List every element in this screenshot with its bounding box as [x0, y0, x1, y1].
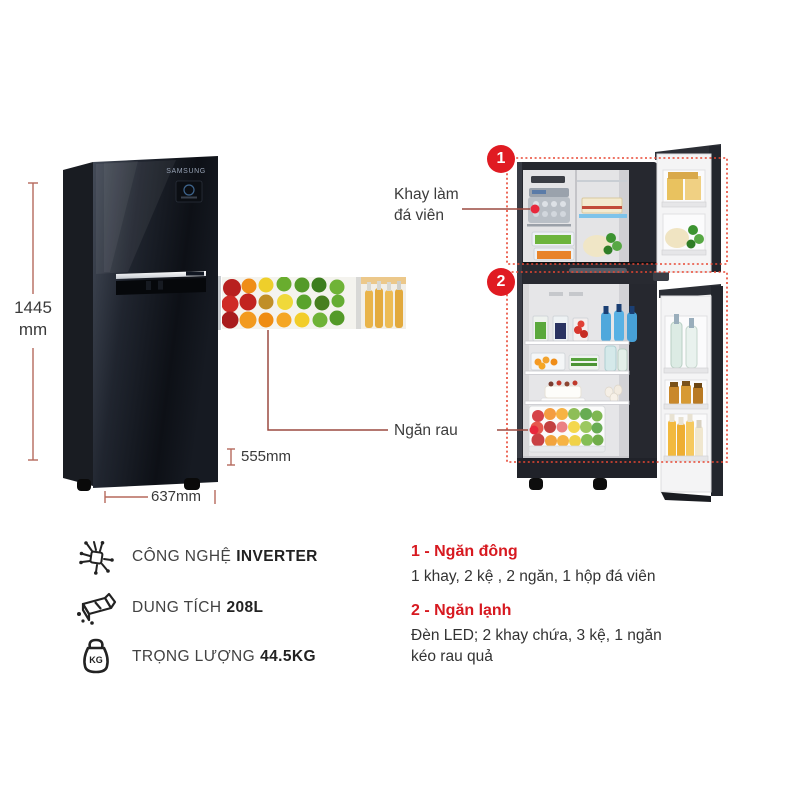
digital-inverter-badge [175, 180, 203, 203]
inverter-circuit-icon [74, 535, 118, 579]
fridge-foot [77, 479, 91, 491]
freezer-interior [523, 170, 629, 262]
open-freezer-door [655, 144, 721, 273]
gloss-sheen-2 [104, 161, 138, 272]
marker-2-number: 2 [496, 273, 506, 290]
water-bottles [601, 304, 637, 342]
fridge-interior [523, 284, 637, 459]
eggs-tray [604, 384, 623, 404]
shelf1-jars [532, 315, 589, 342]
compartment-divider [523, 262, 669, 284]
feature-weight-value: 44.5KG [260, 648, 316, 665]
groove-notch [146, 281, 151, 290]
inset-edge [218, 276, 221, 330]
juice-bottles [361, 277, 406, 329]
shelf-2 [524, 370, 630, 375]
feature-inverter-label: CÔNG NGHỆ [132, 548, 232, 565]
weight-kg-icon: KG [74, 635, 118, 679]
fridge-foot [529, 478, 543, 490]
fridge-foot [184, 478, 200, 490]
shelf-1 [524, 340, 630, 345]
cabinet-base [517, 458, 657, 478]
feature-weight-label: TRỌNG LƯỢNG [132, 648, 256, 665]
interior-floor [523, 456, 629, 459]
groove-notch [158, 280, 163, 290]
feature-inverter-value: INVERTER [236, 548, 318, 565]
open-fridge-illustration [517, 144, 723, 502]
closed-fridge-illustration: SAMSUNG [63, 156, 218, 491]
svg-text:KG: KG [89, 655, 103, 665]
ice-tray-callout-line2: đá viên [394, 207, 444, 224]
legend-fridge-title: 2 - Ngăn lạnh [411, 602, 512, 619]
ice-tray-callout: Khay làm đá viên [394, 184, 459, 226]
marker-1-freezer: 1 [487, 145, 515, 173]
legend-freezer-title: 1 - Ngăn đông [411, 543, 518, 560]
shelf-3 [524, 400, 630, 405]
veg-drawer-callout: Ngăn rau [394, 422, 458, 439]
handle-inverter-chip [186, 271, 204, 276]
fridge-front [93, 156, 218, 488]
fridge-side-panel [63, 162, 93, 486]
shelf2-containers [530, 345, 628, 372]
fruits [222, 277, 345, 329]
capacity-box-icon [74, 586, 118, 630]
marker-1-number: 1 [496, 150, 506, 167]
height-value: 1445 [14, 298, 52, 317]
butter-pack [579, 197, 627, 218]
legend-fridge: 2 - Ngăn lạnh Đèn LED; 2 khay chứa, 3 kệ… [411, 602, 673, 667]
frozen-veg-boxes [531, 231, 575, 261]
marker-2-fridge: 2 [487, 268, 515, 296]
door-handle-bar [116, 271, 206, 279]
depth-dimension-tick [227, 448, 235, 466]
open-fridge-door [659, 284, 723, 502]
legend-freezer: 1 - Ngăn đông 1 khay, 2 kệ , 2 ngăn, 1 h… [411, 543, 673, 587]
freezer-dashed-box [506, 157, 728, 265]
legend-freezer-desc: 1 khay, 2 kệ , 2 ngăn, 1 hộp đá viên [411, 568, 656, 585]
vegetable-drawer [528, 405, 606, 453]
height-unit: mm [18, 320, 48, 339]
fridge-dashed-box [506, 271, 728, 463]
height-dimension-label: 1445 mm [8, 297, 58, 341]
gloss-sheen [96, 160, 176, 274]
ice-cube-tray [527, 188, 571, 227]
brand-logo-text: SAMSUNG [166, 168, 206, 175]
ice-tray-connector [462, 204, 540, 214]
crisper-inset-photo [218, 276, 406, 330]
height-dimension-line [28, 182, 38, 461]
legend: 1 - Ngăn đông 1 khay, 2 kệ , 2 ngăn, 1 h… [411, 543, 673, 667]
depth-dimension-label: 555mm [241, 448, 292, 465]
fridge-foot [593, 478, 607, 490]
veg-drawer-connector [267, 330, 539, 435]
width-dimension-line [104, 490, 216, 504]
cabinet-left-edge [517, 162, 522, 478]
feature-capacity-value: 208L [226, 599, 264, 616]
feature-capacity-label: DUNG TÍCH [132, 599, 222, 616]
legend-fridge-desc: Đèn LED; 2 khay chứa, 3 kệ, 1 ngăn kéo r… [411, 627, 662, 665]
frozen-broccoli [583, 233, 622, 257]
bin-divider [356, 277, 361, 329]
width-dimension-label: 637mm [151, 488, 202, 505]
ice-tray-callout-line1: Khay làm [394, 186, 459, 203]
